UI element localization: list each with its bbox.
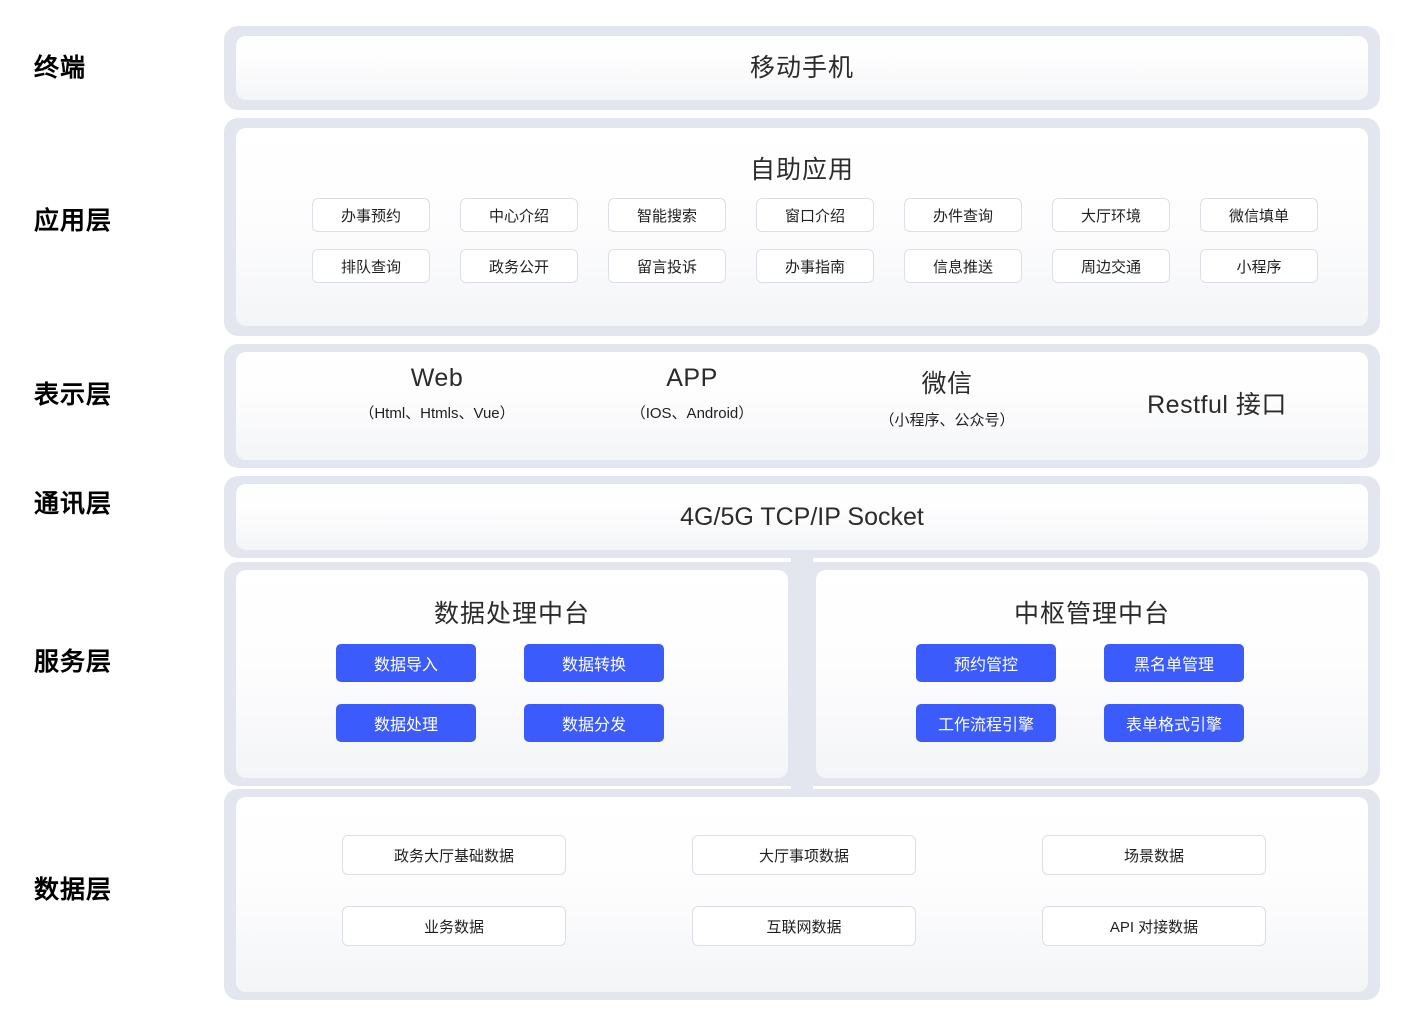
- communication-layer-shell: 4G/5G TCP/IP Socket: [224, 476, 1380, 558]
- presentation-main-label: Restful 接口: [1147, 391, 1287, 419]
- presentation-main-label: Web: [410, 364, 464, 392]
- presentation-column-web: Web （Html、Htmls、Vue）: [332, 364, 542, 423]
- app-chip[interactable]: 智能搜索: [608, 198, 726, 232]
- comm-item-protocol: TCP/IP: [760, 503, 841, 531]
- data-chip[interactable]: 场景数据: [1042, 835, 1266, 875]
- app-chip[interactable]: 办件查询: [904, 198, 1022, 232]
- app-chip[interactable]: 留言投诉: [608, 249, 726, 283]
- data-chip[interactable]: 政务大厅基础数据: [342, 835, 566, 875]
- application-layer-shell: 自助应用 办事预约 中心介绍 智能搜索 窗口介绍 办件查询 大厅环境 微信填单 …: [224, 118, 1380, 336]
- service-layer-shell: 数据处理中台 数据导入 数据转换 数据处理 数据分发 中枢管理中台 预约管控 黑…: [224, 562, 1380, 786]
- app-chip[interactable]: 周边交通: [1052, 249, 1170, 283]
- data-chip[interactable]: 大厅事项数据: [692, 835, 916, 875]
- layer-label-service: 服务层: [34, 648, 113, 676]
- presentation-panel: Web （Html、Htmls、Vue） APP （IOS、Android） 微…: [236, 352, 1368, 460]
- communication-items: 4G/5G TCP/IP Socket: [236, 484, 1368, 550]
- service-button[interactable]: 数据分发: [524, 704, 664, 742]
- app-chip[interactable]: 政务公开: [460, 249, 578, 283]
- presentation-sub-label: （IOS、Android）: [630, 405, 754, 422]
- terminal-panel: 移动手机: [236, 36, 1368, 100]
- service-button[interactable]: 数据处理: [336, 704, 476, 742]
- data-chip[interactable]: 业务数据: [342, 906, 566, 946]
- communication-panel: 4G/5G TCP/IP Socket: [236, 484, 1368, 550]
- app-chip[interactable]: 窗口介绍: [756, 198, 874, 232]
- data-chip[interactable]: API 对接数据: [1042, 906, 1266, 946]
- layer-label-presentation: 表示层: [34, 381, 113, 409]
- comm-item-socket: Socket: [847, 503, 924, 531]
- presentation-sub-label: （小程序、公众号）: [879, 412, 1015, 429]
- service-button[interactable]: 预约管控: [916, 644, 1056, 682]
- presentation-column-wechat: 微信 （小程序、公众号）: [842, 364, 1052, 430]
- presentation-column-app: APP （IOS、Android）: [587, 364, 797, 423]
- app-chip[interactable]: 办事预约: [312, 198, 430, 232]
- terminal-title: 移动手机: [749, 54, 854, 82]
- layer-label-application: 应用层: [34, 207, 113, 235]
- application-title: 自助应用: [749, 156, 854, 184]
- data-chip[interactable]: 互联网数据: [692, 906, 916, 946]
- terminal-layer-shell: 移动手机: [224, 26, 1380, 110]
- service-button[interactable]: 表单格式引擎: [1104, 704, 1244, 742]
- service-button[interactable]: 工作流程引擎: [916, 704, 1056, 742]
- service-panel-title: 数据处理中台: [433, 600, 590, 628]
- service-panel-central-management: 中枢管理中台 预约管控 黑名单管理 工作流程引擎 表单格式引擎: [816, 570, 1368, 778]
- app-chip[interactable]: 大厅环境: [1052, 198, 1170, 232]
- app-chip[interactable]: 信息推送: [904, 249, 1022, 283]
- service-panel-data-middle-platform: 数据处理中台 数据导入 数据转换 数据处理 数据分发: [236, 570, 788, 778]
- app-chip[interactable]: 小程序: [1200, 249, 1318, 283]
- application-panel: 自助应用 办事预约 中心介绍 智能搜索 窗口介绍 办件查询 大厅环境 微信填单 …: [236, 128, 1368, 326]
- presentation-sub-label: （Html、Htmls、Vue）: [359, 405, 515, 422]
- app-chip[interactable]: 微信填单: [1200, 198, 1318, 232]
- app-chip[interactable]: 中心介绍: [460, 198, 578, 232]
- data-layer-shell: 政务大厅基础数据 大厅事项数据 场景数据 业务数据 互联网数据 API 对接数据: [224, 789, 1380, 1000]
- presentation-main-label: 微信: [921, 370, 973, 398]
- service-panel-title: 中枢管理中台: [1013, 600, 1170, 628]
- presentation-layer-shell: Web （Html、Htmls、Vue） APP （IOS、Android） 微…: [224, 344, 1380, 468]
- layer-label-terminal: 终端: [34, 54, 87, 82]
- service-button[interactable]: 数据转换: [524, 644, 664, 682]
- service-button[interactable]: 黑名单管理: [1104, 644, 1244, 682]
- layer-label-communication: 通讯层: [34, 490, 113, 518]
- app-chip[interactable]: 排队查询: [312, 249, 430, 283]
- comm-item-network: 4G/5G: [680, 503, 754, 531]
- data-panel: 政务大厅基础数据 大厅事项数据 场景数据 业务数据 互联网数据 API 对接数据: [236, 797, 1368, 992]
- service-button[interactable]: 数据导入: [336, 644, 476, 682]
- app-chip[interactable]: 办事指南: [756, 249, 874, 283]
- presentation-main-label: APP: [666, 364, 718, 392]
- presentation-column-restful: Restful 接口: [1092, 385, 1342, 421]
- layer-label-data: 数据层: [34, 876, 113, 904]
